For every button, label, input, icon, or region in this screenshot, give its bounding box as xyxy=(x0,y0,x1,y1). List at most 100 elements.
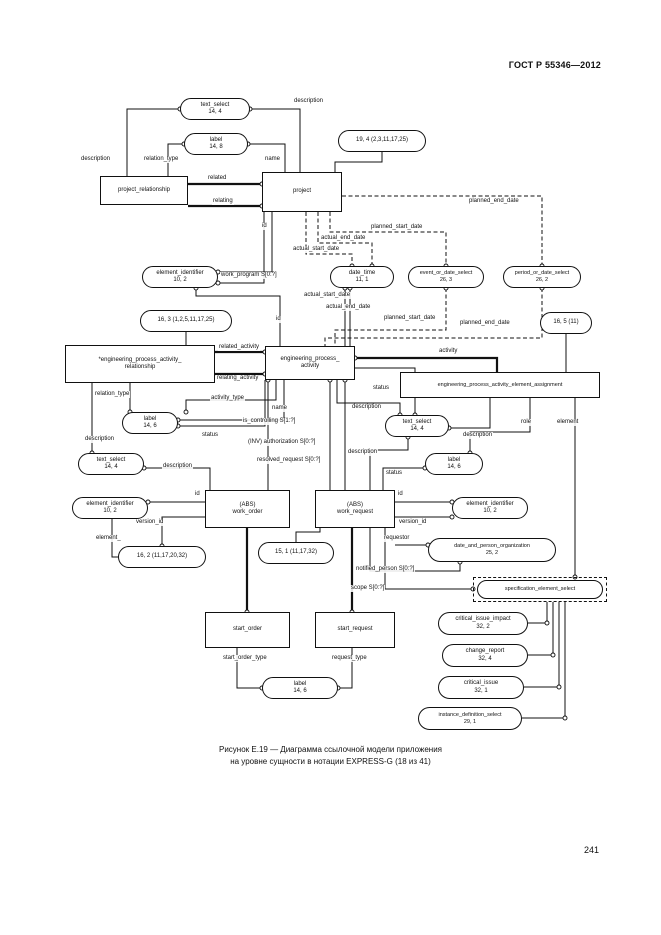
edge-label-13: actual_end_date xyxy=(325,304,372,311)
label-order-request-type-label: label xyxy=(293,680,307,687)
edge-label-5: relating xyxy=(212,198,234,205)
engineering_process_activity_relationship-label: relationship xyxy=(124,364,156,370)
edge-label-41: requestor xyxy=(383,535,411,542)
edge-dot-53 xyxy=(562,715,568,721)
element_identifier-work_order-label: 10, 2 xyxy=(103,508,117,514)
edge-39 xyxy=(111,519,118,558)
element_identifier-project-label: element_identifier xyxy=(156,269,204,276)
edge-label-3: name xyxy=(264,156,282,163)
work_order-label: (ABS) xyxy=(239,501,256,508)
document-number: ГОСТ Р 55346—2012 xyxy=(508,60,601,70)
edge-label-8: planned_start_date xyxy=(370,224,424,231)
edge-label-10: actual_start_date xyxy=(292,246,341,253)
period_or_date_select-label: period_or_date_select xyxy=(514,270,570,277)
engineering_process_activity_relationship: *engineering_process_activity_relationsh… xyxy=(65,345,215,383)
edge-label-43: scope S[0:?] xyxy=(350,585,386,592)
edge-label-2: relation_type xyxy=(143,156,180,163)
date_time-label: 11, 1 xyxy=(355,277,369,283)
critical_issue_impact-label: 32, 2 xyxy=(476,623,490,630)
edge-label-36: id xyxy=(194,491,201,498)
edge-34 xyxy=(449,398,491,429)
edge-21 xyxy=(355,356,499,372)
label-request-label: label xyxy=(447,456,461,463)
edge-label-44: start_order_type xyxy=(222,655,268,662)
edge-label-35: status xyxy=(385,470,404,477)
project_relationship: project_relationship xyxy=(100,176,188,205)
figure-caption-line2: на уровне сущности в нотации EXPRESS-G (… xyxy=(230,757,431,767)
edge-label-42: notified_person S[0:?] xyxy=(355,566,416,573)
edge-label-9: actual_end_date xyxy=(320,235,367,242)
edge-label-15: planned_end_date xyxy=(459,320,511,327)
edge-label-1: description xyxy=(80,156,112,163)
work_request-label: (ABS) xyxy=(346,501,363,508)
start_request: start_request xyxy=(315,612,395,648)
edge-label-24: name xyxy=(271,405,289,412)
specification_element_select: specification_element_select xyxy=(477,580,603,599)
edge-label-16: id xyxy=(275,316,282,323)
page-ref-16-2-label: 16, 2 (11,17,20,32) xyxy=(136,553,188,560)
label-top-label: label xyxy=(209,136,223,143)
page-ref-15-1: 15, 1 (11,17,32) xyxy=(258,542,334,564)
page-ref-16-3-label: 16, 3 (1,2,5,11,17,25) xyxy=(157,317,215,324)
text_select-relationship-label: text_select xyxy=(96,456,126,463)
edge-40 xyxy=(295,528,321,542)
edge-38 xyxy=(161,516,205,546)
project-label: project xyxy=(292,188,311,195)
edge-dot-50 xyxy=(544,620,550,626)
work_order-label: work_order xyxy=(232,509,263,515)
edge-3 xyxy=(248,143,286,172)
start_order: start_order xyxy=(205,612,290,648)
edge-32 xyxy=(382,467,425,490)
label-top-label: 14, 8 xyxy=(209,144,223,150)
edge-label-25: is_controlling S[1:?] xyxy=(242,418,297,425)
edge-6 xyxy=(334,152,383,172)
element_identifier-work_order-label: element_identifier xyxy=(86,500,134,507)
edge-label-26: description xyxy=(84,436,116,443)
edge-9 xyxy=(317,212,373,266)
edge-label-32: description xyxy=(162,463,194,470)
edge-label-17: related_activity xyxy=(218,344,261,351)
edge-31 xyxy=(369,437,409,490)
edge-label-21: activity_type xyxy=(210,395,246,402)
edge-29 xyxy=(355,367,416,415)
edge-label-34: description xyxy=(347,449,379,456)
page-ref-15-1-label: 15, 1 (11,17,32) xyxy=(275,549,317,556)
edge-label-6: planned_end_date xyxy=(468,198,520,205)
engineering_process_activity: engineering_process_activity xyxy=(265,346,355,380)
event_or_date_select-label: 26, 3 xyxy=(439,277,453,283)
work_order: (ABS)work_order xyxy=(205,490,290,528)
critical_issue-label: critical_issue xyxy=(463,680,499,687)
edge-label-40: element_ xyxy=(95,535,122,542)
edge-0 xyxy=(126,108,180,176)
edge-label-39: version_id xyxy=(398,519,428,526)
edge-label-33: resolved_request S[0:?] xyxy=(256,457,322,464)
page-ref-16-5: 16, 5 (11) xyxy=(540,312,592,334)
edge-dot-52 xyxy=(556,684,562,690)
edge-8 xyxy=(329,212,447,266)
page-number: 241 xyxy=(583,845,599,855)
edge-label-45: request_type xyxy=(331,655,368,662)
engineering_process_activity_element_assignment: engineering_process_activity_element_ass… xyxy=(400,372,600,398)
page-ref-19-4: 19, 4 (2,3,11,17,25) xyxy=(338,130,426,152)
change_report-label: 32, 4 xyxy=(478,655,492,662)
engineering_process_activity-label: activity xyxy=(300,363,320,369)
date_and_person_organization-label: 25, 2 xyxy=(485,550,499,556)
edge-12 xyxy=(218,212,265,284)
edge-label-0: description xyxy=(293,98,325,105)
edge-10 xyxy=(305,212,353,266)
edge-label-11: work_program S[0:?] xyxy=(220,272,278,279)
label-request-label: 14, 6 xyxy=(447,464,461,470)
